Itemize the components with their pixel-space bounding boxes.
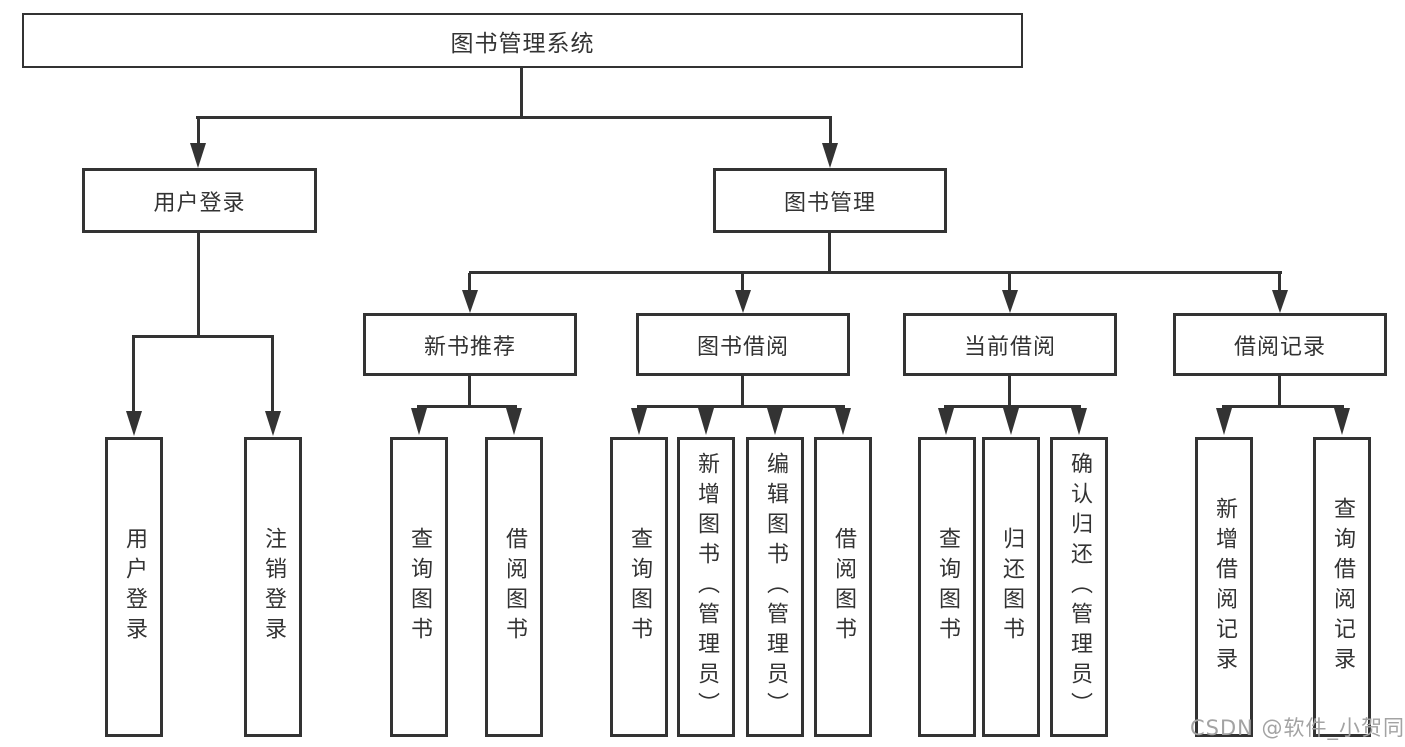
connector-login-leaf-stem	[132, 338, 135, 412]
connector-m4-stem	[1278, 376, 1281, 407]
connector-logout-leaf-stem	[271, 338, 274, 412]
node-borrowing-records: 借阅记录	[1173, 313, 1387, 376]
leaf-node-confirm-return-admin-label: 确认归还（管理员）	[1067, 452, 1092, 722]
leaf-node-borrow-books-2-label: 借阅图书	[831, 527, 856, 647]
leaf-node-query-books-1-label: 查询图书	[407, 527, 432, 647]
connector-m4-hline	[1222, 405, 1344, 408]
node-user-login-label: 用户登录	[153, 190, 246, 216]
arrowhead-m4-c1	[1216, 408, 1232, 435]
leaf-node-query-books-1: 查询图书	[390, 437, 448, 737]
leaf-node-borrow-books-1-label: 借阅图书	[502, 527, 527, 647]
connector-user-login-arrow-stem	[197, 118, 200, 145]
connector-root-stem	[520, 68, 523, 118]
leaf-node-add-borrow-record: 新增借阅记录	[1195, 437, 1253, 737]
arrowhead-module2	[735, 290, 751, 313]
arrowhead-m2-c2	[698, 408, 714, 435]
leaf-node-edit-books-admin-label: 编辑图书（管理员）	[763, 452, 788, 722]
leaf-node-query-books-3: 查询图书	[918, 437, 976, 737]
arrowhead-module1	[462, 290, 478, 313]
arrowhead-logout-leaf	[265, 411, 281, 436]
node-book-management: 图书管理	[713, 168, 947, 233]
leaf-node-query-borrow-record: 查询借阅记录	[1313, 437, 1371, 737]
arrowhead-login-leaf	[126, 411, 142, 436]
arrowhead-m2-c4	[835, 408, 851, 435]
arrowhead-m3-c3	[1071, 408, 1087, 435]
arrowhead-m3-c2	[1003, 408, 1019, 435]
leaf-node-add-books-admin-label: 新增图书（管理员）	[694, 452, 719, 722]
root-node-label: 图书管理系统	[450, 30, 595, 57]
leaf-node-add-borrow-record-label: 新增借阅记录	[1212, 497, 1237, 677]
leaf-node-borrow-books-2: 借阅图书	[814, 437, 872, 737]
arrowhead-user-login	[190, 143, 206, 168]
connector-m3-hline	[944, 405, 1081, 408]
leaf-node-query-books-3-label: 查询图书	[935, 527, 960, 647]
leaf-node-user-login-label: 用户登录	[122, 527, 147, 647]
arrowhead-m3-c1	[938, 408, 954, 435]
leaf-node-confirm-return-admin: 确认归还（管理员）	[1050, 437, 1108, 737]
node-borrowing-records-label: 借阅记录	[1233, 334, 1326, 360]
connector-book-mgmt-stem	[828, 233, 831, 273]
connector-m1-hline	[417, 405, 517, 408]
leaf-node-return-books: 归还图书	[982, 437, 1040, 737]
connector-module3-arrow-stem	[1008, 273, 1011, 292]
connector-module1-arrow-stem	[468, 273, 471, 292]
arrowhead-book-mgmt	[822, 143, 838, 168]
leaf-node-logout: 注销登录	[244, 437, 302, 737]
node-current-borrowing-label: 当前借阅	[963, 334, 1056, 360]
node-user-login: 用户登录	[82, 168, 317, 233]
connector-module4-arrow-stem	[1278, 273, 1281, 292]
node-book-management-label: 图书管理	[783, 190, 876, 216]
connector-root-hline	[196, 116, 832, 119]
arrowhead-m1-c1	[411, 408, 427, 435]
node-book-borrowing-label: 图书借阅	[696, 334, 789, 360]
leaf-node-query-borrow-record-label: 查询借阅记录	[1330, 497, 1355, 677]
node-new-book-recommend-label: 新书推荐	[423, 334, 516, 360]
connector-user-login-stem	[197, 232, 200, 338]
connector-m2-hline	[637, 405, 845, 408]
csdn-watermark: CSDN @软件_小贺同学	[1190, 716, 1405, 740]
node-new-book-recommend: 新书推荐	[363, 313, 577, 376]
arrowhead-m1-c2	[506, 408, 522, 435]
arrowhead-m2-c3	[767, 408, 783, 435]
node-book-borrowing: 图书借阅	[636, 313, 850, 376]
connector-modules-hline	[469, 271, 1282, 274]
node-current-borrowing: 当前借阅	[903, 313, 1117, 376]
connector-book-mgmt-arrow-stem	[829, 118, 832, 145]
connector-m2-stem	[741, 376, 744, 407]
leaf-node-return-books-label: 归还图书	[999, 527, 1024, 647]
leaf-node-user-login: 用户登录	[105, 437, 163, 737]
arrowhead-module4	[1272, 290, 1288, 313]
leaf-node-edit-books-admin: 编辑图书（管理员）	[746, 437, 804, 737]
leaf-node-query-books-2: 查询图书	[610, 437, 668, 737]
leaf-node-query-books-2-label: 查询图书	[627, 527, 652, 647]
arrowhead-m4-c2	[1334, 408, 1350, 435]
leaf-node-logout-label: 注销登录	[261, 527, 286, 647]
leaf-node-borrow-books-1: 借阅图书	[485, 437, 543, 737]
connector-module2-arrow-stem	[741, 273, 744, 292]
connector-user-login-hline	[132, 335, 274, 338]
leaf-node-add-books-admin: 新增图书（管理员）	[677, 437, 735, 737]
root-node-library-management-system: 图书管理系统	[22, 13, 1023, 68]
arrowhead-module3	[1002, 290, 1018, 313]
arrowhead-m2-c1	[631, 408, 647, 435]
connector-m3-stem	[1008, 376, 1011, 407]
connector-m1-stem	[468, 376, 471, 407]
